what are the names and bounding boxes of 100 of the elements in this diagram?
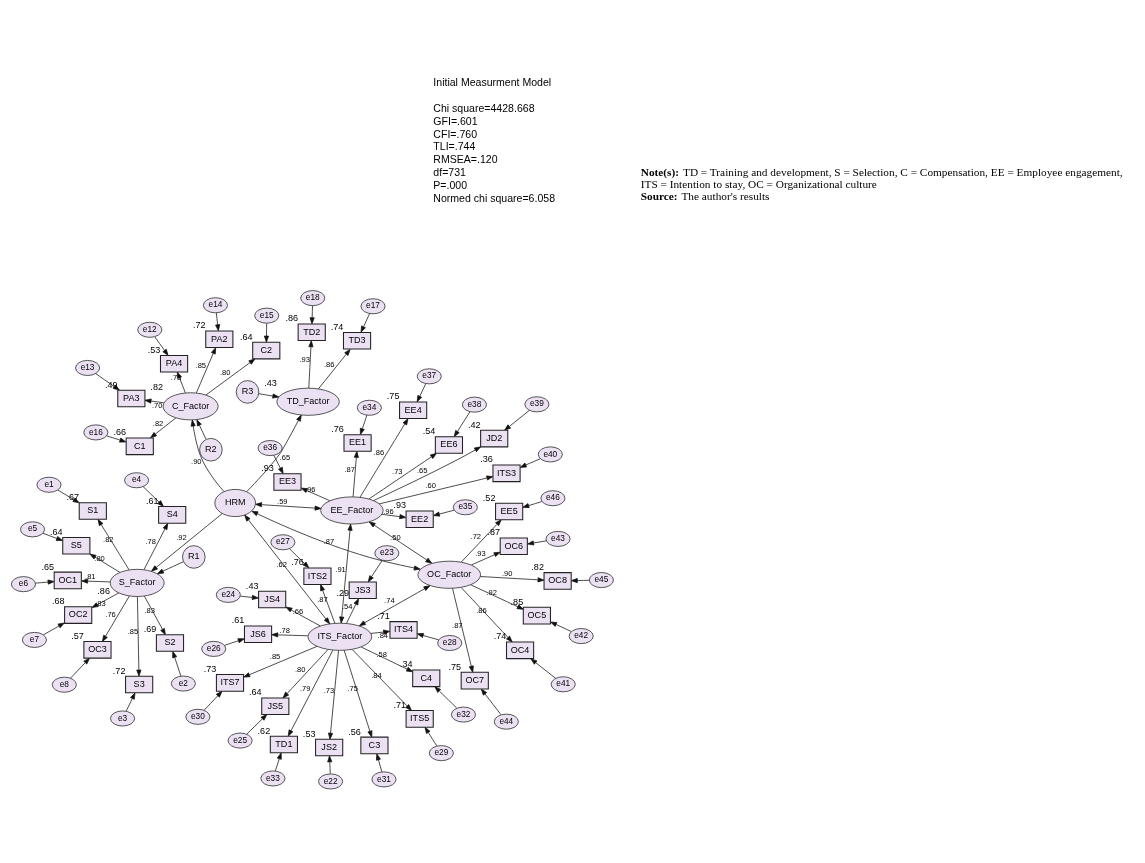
arrow: [570, 578, 590, 584]
node-ellipse: HRM: [214, 489, 256, 517]
node-label: .75: [448, 661, 462, 672]
node-box: ITS5: [405, 710, 434, 728]
arrow: [196, 347, 217, 394]
arrow: [327, 755, 333, 774]
node-box: PA2: [205, 330, 234, 349]
node-ellipse: e7: [22, 632, 47, 648]
edge-label: .86: [323, 359, 335, 369]
node-ellipse: e17: [360, 298, 386, 315]
node-label: .72: [112, 665, 126, 676]
edge-label: .79: [299, 684, 311, 694]
node-label: .71: [393, 700, 406, 710]
arrow: [224, 638, 245, 646]
node-ellipse: e42: [568, 628, 594, 644]
arrow: [70, 657, 90, 679]
arrow: [205, 358, 256, 396]
arrow: [143, 522, 169, 570]
node-label: .43: [245, 580, 259, 591]
arrow: [416, 633, 439, 641]
node-label: .36: [480, 454, 493, 465]
arrow: [81, 578, 111, 584]
edge-label: .82: [103, 535, 114, 545]
label: Note(s): TD = Training and development, S = Selection, C = Compensation, EE = Employee engagement, ITS = Intention to stay, OC = Organizational culture: [640, 166, 1123, 190]
node-ellipse: e28: [437, 635, 463, 651]
node-box: ITS2: [303, 567, 332, 586]
node-box: JS3: [348, 581, 377, 600]
node-box: S4: [158, 506, 187, 524]
node-ellipse: e44: [493, 713, 519, 730]
edge-label: .62: [276, 559, 287, 569]
label: Chi square=4428.668: [433, 101, 535, 114]
node-ellipse: e6: [11, 576, 36, 593]
edge-label: .76: [105, 609, 116, 619]
node-ellipse: e39: [524, 396, 550, 413]
node-label: .86: [97, 585, 110, 596]
edge-label: .82: [152, 418, 164, 428]
arrow: [519, 458, 541, 468]
edge-label: .93: [299, 355, 310, 365]
arrow: [287, 649, 334, 737]
arrow: [57, 489, 80, 504]
arrow: [246, 414, 302, 493]
node-box: C3: [360, 736, 389, 755]
arrow: [196, 419, 207, 440]
edge-label: .92: [486, 587, 498, 597]
node-label: .53: [302, 728, 316, 739]
node-box: EE4: [399, 401, 428, 420]
arrow: [346, 598, 359, 624]
node-box: S5: [62, 536, 91, 555]
node-label: .72: [193, 320, 206, 331]
arrow: [434, 686, 457, 709]
edge-label: .87: [323, 536, 335, 546]
node-label: .74: [493, 631, 507, 642]
arrow: [424, 726, 438, 747]
arrow: [35, 579, 55, 585]
arrow: [550, 621, 572, 632]
edge-label: .81: [85, 572, 96, 582]
arrow: [352, 450, 359, 498]
node-box: EE1: [343, 434, 372, 452]
node-box: EE6: [434, 436, 463, 454]
node-ellipse: e25: [227, 732, 253, 749]
node-ellipse: e46: [540, 490, 566, 507]
arrow: [144, 595, 166, 636]
arrow: [285, 606, 321, 627]
arrow: [376, 753, 383, 773]
node-ellipse: e40: [537, 446, 563, 463]
label: Normed chi square=6.058: [433, 191, 556, 204]
arrow: [251, 510, 421, 571]
node-box: OC3: [83, 641, 112, 659]
node-box: JS4: [258, 590, 287, 609]
edge-label: .90: [501, 569, 513, 579]
arrow: [136, 596, 142, 677]
node-ellipse: e15: [254, 307, 280, 324]
node-ellipse: e29: [428, 745, 454, 762]
node-label: .87: [487, 527, 501, 538]
node-box: TD1: [269, 735, 298, 754]
edge-label: .86: [373, 448, 385, 458]
node-ellipse: e37: [416, 368, 442, 385]
node-ellipse: e31: [371, 771, 397, 788]
node-label: .73: [203, 664, 217, 674]
node-box: OC6: [499, 537, 528, 556]
node-box: ITS3: [492, 464, 521, 483]
node-ellipse: e14: [203, 297, 228, 314]
edge-label: .74: [384, 596, 395, 606]
node-label: .61: [231, 615, 245, 626]
edge-label: .93: [475, 549, 486, 559]
node-label: .82: [531, 562, 544, 573]
node-box: OC4: [505, 641, 535, 660]
edge-label: .87: [317, 594, 328, 604]
arrow: [172, 651, 182, 677]
arrow: [275, 752, 282, 772]
arrow: [433, 509, 455, 517]
node-box: OC2: [64, 606, 93, 624]
node-ellipse: e18: [300, 290, 326, 306]
arrow: [144, 398, 165, 404]
edge-label: .58: [376, 650, 387, 660]
node-box: S1: [78, 502, 107, 520]
edge-label: .75: [347, 684, 358, 694]
arrow: [125, 692, 136, 712]
edge-label: .87: [344, 464, 355, 474]
node-box: C1: [125, 437, 154, 456]
